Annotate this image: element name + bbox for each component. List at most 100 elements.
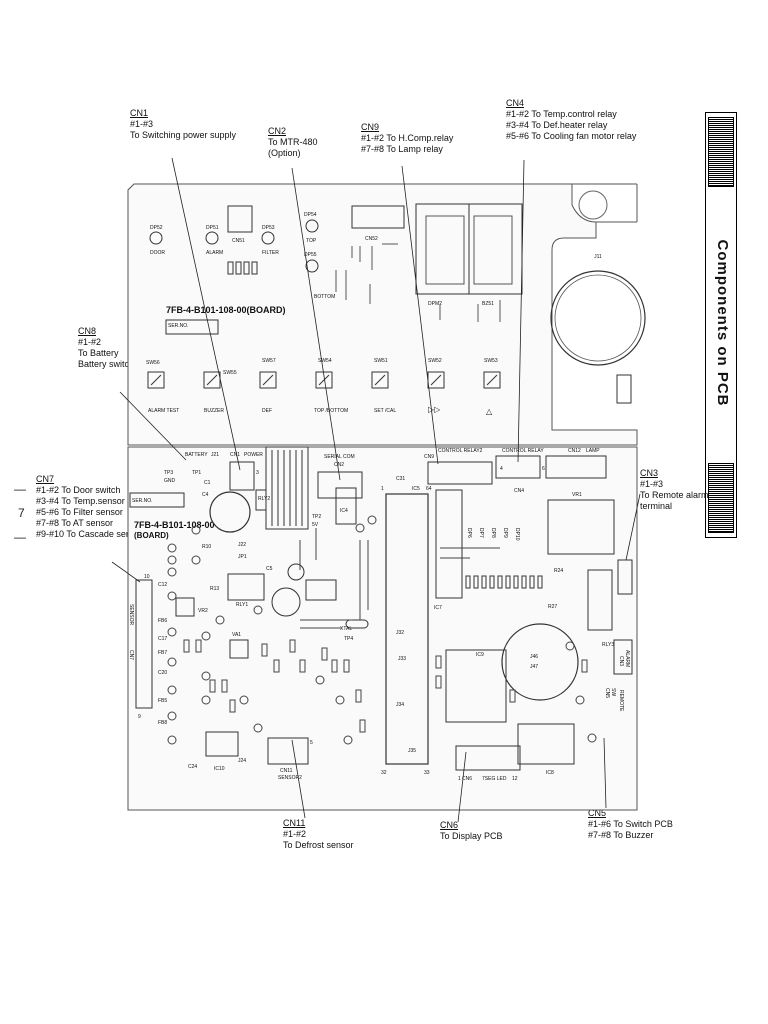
- ic-label: XTAL: [340, 626, 352, 632]
- led-label: ALARM: [206, 250, 223, 256]
- pin-label: 5: [310, 740, 313, 746]
- misc-ref: TP4: [344, 636, 353, 642]
- led-ref: DP52: [150, 225, 163, 231]
- callout-line: To Switching power supply: [130, 130, 237, 140]
- callout-line: #1-#3: [640, 479, 664, 489]
- led-label: BOTTOM: [314, 294, 335, 300]
- switch-ref: SW52: [428, 358, 442, 364]
- misc-ref: FB6: [158, 618, 167, 624]
- connector-cn12-lamp: [545, 455, 607, 479]
- callout-line: To Remote alarm: [640, 490, 709, 500]
- cap-ref: C24: [188, 764, 197, 770]
- connector-cn5-remote: [613, 639, 633, 675]
- main-part-number: 7FB-4-B101-108-00: [134, 520, 215, 530]
- callout-line: #3-#4 To Def.heater relay: [506, 120, 608, 130]
- switch-label: ▷▷: [428, 405, 441, 414]
- top-misc-label: J11: [594, 254, 602, 260]
- jumper-label: J33: [398, 656, 406, 662]
- ic-label: RLY1: [236, 602, 248, 608]
- connector-cn1-power: [229, 461, 255, 491]
- main-header-label: SENSOR: [128, 604, 134, 626]
- top-serial-box: [165, 319, 219, 335]
- switch-label: △: [486, 407, 493, 416]
- callout-cn2: CN2 To MTR-480 (Option): [268, 126, 318, 159]
- ic8: [517, 723, 575, 765]
- res-ref: R13: [210, 586, 219, 592]
- switch-sw57: SW57 DEF: [259, 358, 277, 414]
- led-ref: DP54: [304, 212, 317, 218]
- pin-label: 3: [256, 470, 259, 476]
- jumper-label: J22: [238, 542, 246, 548]
- ic-label: IC8: [546, 770, 554, 776]
- switch-ref: SW51: [374, 358, 388, 364]
- main-serial-box: [129, 492, 185, 508]
- switch-ref: SW55: [223, 370, 237, 376]
- ic-label: IC10: [214, 766, 225, 772]
- small-components: [167, 515, 597, 745]
- switch-label: TOP /BOTTOM: [314, 408, 348, 414]
- callout-line: #1-#2 To Temp.control relay: [506, 109, 617, 119]
- callout-line: #1-#2 To Door switch: [36, 485, 121, 495]
- misc-ref: DP9: [502, 528, 508, 538]
- ic9: [445, 649, 507, 723]
- callout-cn1: CN1 #1-#3 To Switching power supply: [130, 108, 236, 141]
- ic4: [335, 487, 357, 525]
- callout-line: #1-#2 To H.Comp.relay: [361, 133, 454, 143]
- connector-cn3-alarm: [617, 559, 633, 595]
- connector-cn51: [227, 205, 253, 233]
- main-header-label: CN12: [568, 448, 581, 454]
- ic-label: RLY3: [602, 642, 614, 648]
- switch-ref: SW54: [318, 358, 332, 364]
- switch-sw51: SW51 SET /CAL: [371, 358, 396, 414]
- main-board-word: (BOARD): [134, 531, 169, 540]
- callout-cn5: CN5 #1-#6 To Switch PCB #7-#8 To Buzzer: [588, 808, 673, 841]
- switch-ref: SW56: [146, 360, 160, 366]
- misc-ref: TP3: [164, 470, 173, 476]
- connector-cn6-7seg: [455, 745, 521, 771]
- relay-rly2: [587, 569, 613, 631]
- stray-mark-2: 7: [18, 506, 25, 520]
- cap-ref: C20: [158, 670, 167, 676]
- misc-ref: TP1: [192, 470, 201, 476]
- callout-cn3: CN3 #1-#3 To Remote alarm terminal: [640, 468, 709, 512]
- ic-label: VR1: [572, 492, 582, 498]
- ic-label: IC7: [434, 605, 442, 611]
- callout-line: #7-#8 To Buzzer: [588, 830, 654, 840]
- pin-label: 10: [144, 574, 150, 580]
- main-header-label: SW: [610, 688, 616, 696]
- callout-connector: CN2: [268, 126, 287, 136]
- cap-ref: C17: [158, 636, 167, 642]
- callout-cn7: CN7 #1-#2 To Door switch #3-#4 To Temp.s…: [36, 474, 143, 540]
- relay-rly1: [227, 573, 265, 601]
- main-header-label: CN9: [424, 454, 434, 460]
- top-misc-label: DPM2: [428, 301, 442, 307]
- battery-holder: [501, 623, 579, 701]
- callout-connector: CN8: [78, 326, 97, 336]
- connector-cn11-sensor2: [267, 737, 309, 765]
- misc-ref: FB7: [158, 650, 167, 656]
- ic10: [205, 731, 239, 757]
- led-ref: DP53: [262, 225, 275, 231]
- callout-connector: CN11: [283, 818, 306, 828]
- jumper-label: JP1: [238, 554, 247, 560]
- callout-line: To MTR-480: [268, 137, 318, 147]
- display-dpm2-inner: [473, 215, 513, 285]
- pin-label: 1: [381, 486, 384, 492]
- ic5-mcu: [385, 493, 429, 765]
- switch-sw54: SW54 TOP /BOTTOM: [314, 358, 348, 414]
- callout-line: #1-#6 To Switch PCB: [588, 819, 673, 829]
- led-dp54: DP54 TOP: [304, 212, 319, 244]
- callout-line: #7-#8 To AT sensor: [36, 518, 114, 528]
- capacitor-c31: [271, 587, 301, 617]
- callout-line: To Display PCB: [440, 831, 503, 841]
- main-header-label: CN4: [514, 488, 524, 494]
- cap-ref: C31: [396, 476, 405, 482]
- misc-ref: FB8: [158, 720, 167, 726]
- top-jumpers: [335, 243, 501, 322]
- pin-label: 12: [512, 776, 518, 782]
- switch-ref: SW53: [484, 358, 498, 364]
- callout-line: To Defrost sensor: [283, 840, 354, 850]
- ic1: [305, 579, 337, 601]
- hatch-bar-bottom: [708, 463, 734, 533]
- main-header-label: J21: [211, 452, 219, 458]
